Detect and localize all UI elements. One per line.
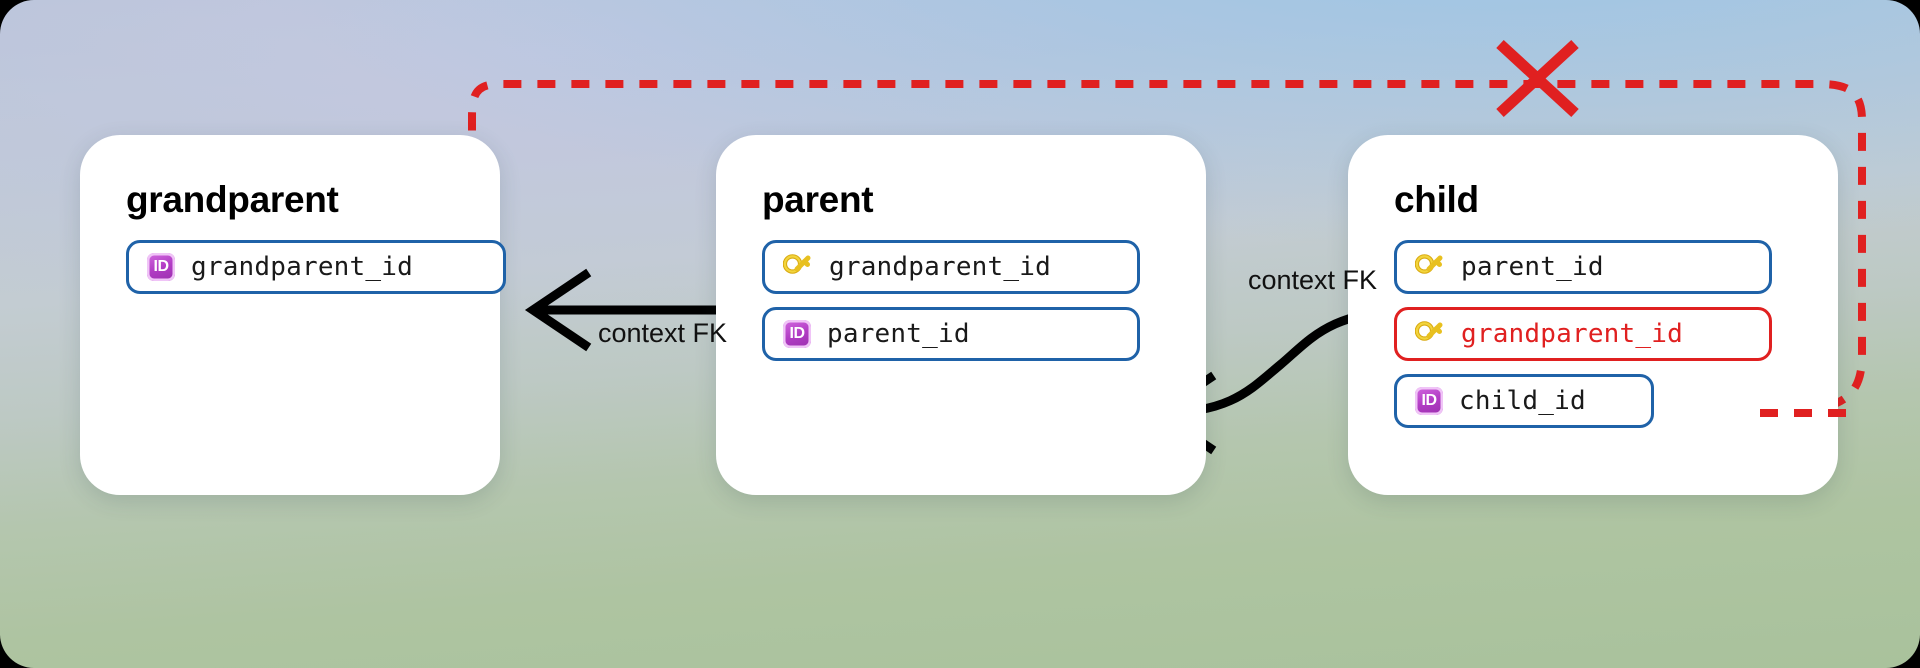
edge-label-child-to-parent: context FK	[1248, 265, 1378, 295]
key-icon	[1414, 253, 1445, 281]
field-label: parent_id	[1461, 252, 1604, 282]
field-list-grandparent: ID grandparent_id	[126, 240, 506, 294]
field-parent-grandparent-id[interactable]: grandparent_id	[762, 240, 1140, 294]
invalid-x-icon	[1496, 39, 1579, 118]
table-card-grandparent[interactable]: grandparent ID grandparent_id	[80, 135, 506, 495]
field-label: grandparent_id	[829, 252, 1051, 282]
field-label: grandparent_id	[1461, 319, 1683, 349]
field-list-child: parent_id grandparent_id ID child_id	[1394, 240, 1772, 428]
table-card-child[interactable]: child parent_id	[1348, 135, 1838, 495]
id-badge-icon: ID	[147, 253, 175, 281]
field-parent-parent-id[interactable]: ID parent_id	[762, 307, 1140, 361]
field-child-grandparent-id[interactable]: grandparent_id	[1394, 307, 1772, 361]
id-badge-icon: ID	[783, 320, 811, 348]
table-card-parent[interactable]: parent grandparent_id ID parent_id	[716, 135, 1206, 495]
field-list-parent: grandparent_id ID parent_id	[762, 240, 1140, 361]
edge-label-parent-to-grandparent: context FK	[598, 318, 728, 348]
field-label: parent_id	[827, 319, 970, 349]
field-child-parent-id[interactable]: parent_id	[1394, 240, 1772, 294]
field-child-child-id[interactable]: ID child_id	[1394, 374, 1654, 428]
id-badge-icon: ID	[1415, 387, 1443, 415]
key-icon	[782, 253, 813, 281]
key-icon	[1414, 320, 1445, 348]
table-title-parent: parent	[762, 179, 874, 220]
field-label: child_id	[1459, 386, 1586, 416]
table-title-grandparent: grandparent	[126, 179, 339, 220]
table-title-child: child	[1394, 179, 1479, 220]
field-grandparent-grandparent-id[interactable]: ID grandparent_id	[126, 240, 506, 294]
field-label: grandparent_id	[191, 252, 413, 282]
